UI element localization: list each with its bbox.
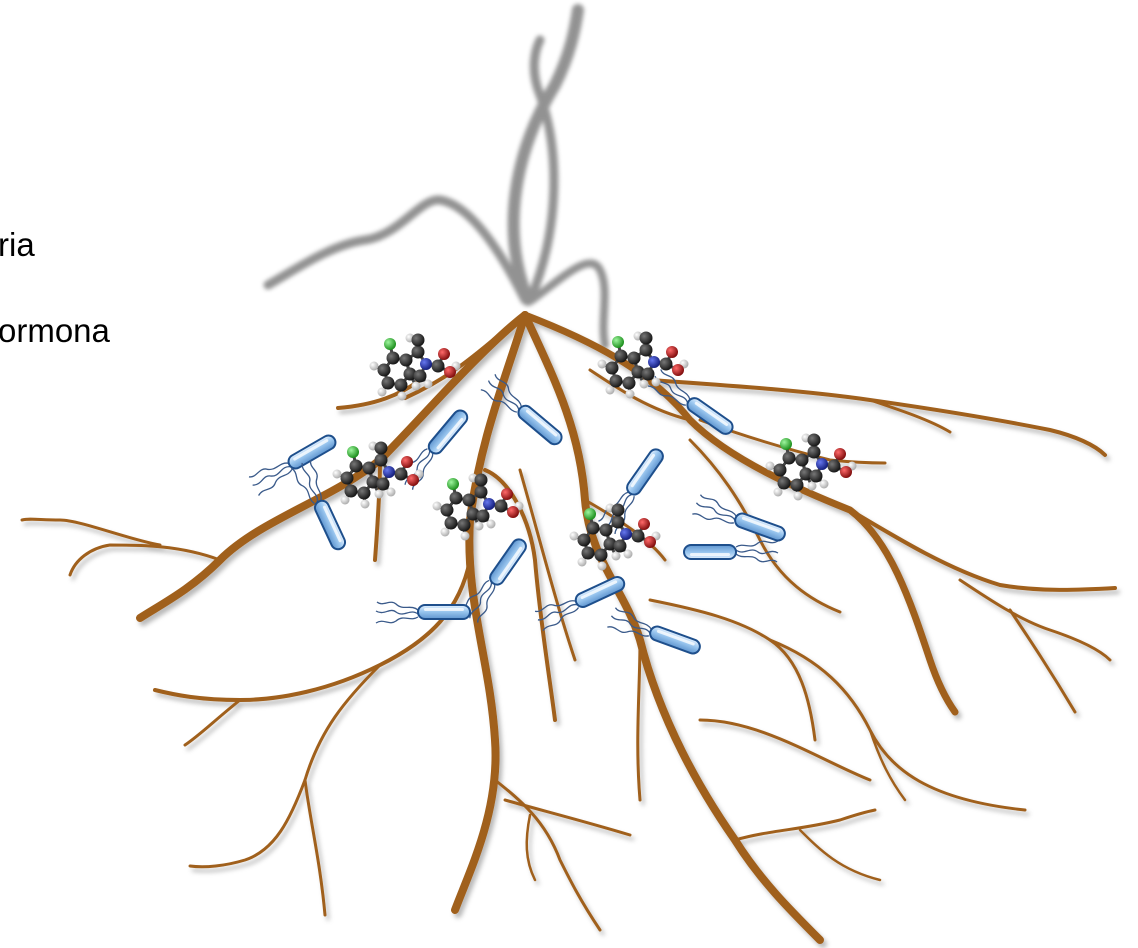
auxin-molecule-icon — [598, 332, 689, 399]
rod-bacterium-icon — [248, 430, 340, 495]
plant-shoot — [268, 10, 605, 345]
rod-bacterium-icon — [376, 602, 470, 623]
rod-bacterium-icon — [684, 541, 778, 562]
legend-label-hormone: ormona — [0, 314, 110, 347]
rod-bacterium-icon — [534, 572, 628, 631]
legend-label-bacteria: ria — [0, 228, 35, 261]
rod-bacterium-icon — [607, 607, 703, 659]
rod-bacterium-icon — [598, 445, 669, 534]
auxin-molecule-icon — [433, 474, 524, 541]
root-system — [22, 315, 1115, 940]
